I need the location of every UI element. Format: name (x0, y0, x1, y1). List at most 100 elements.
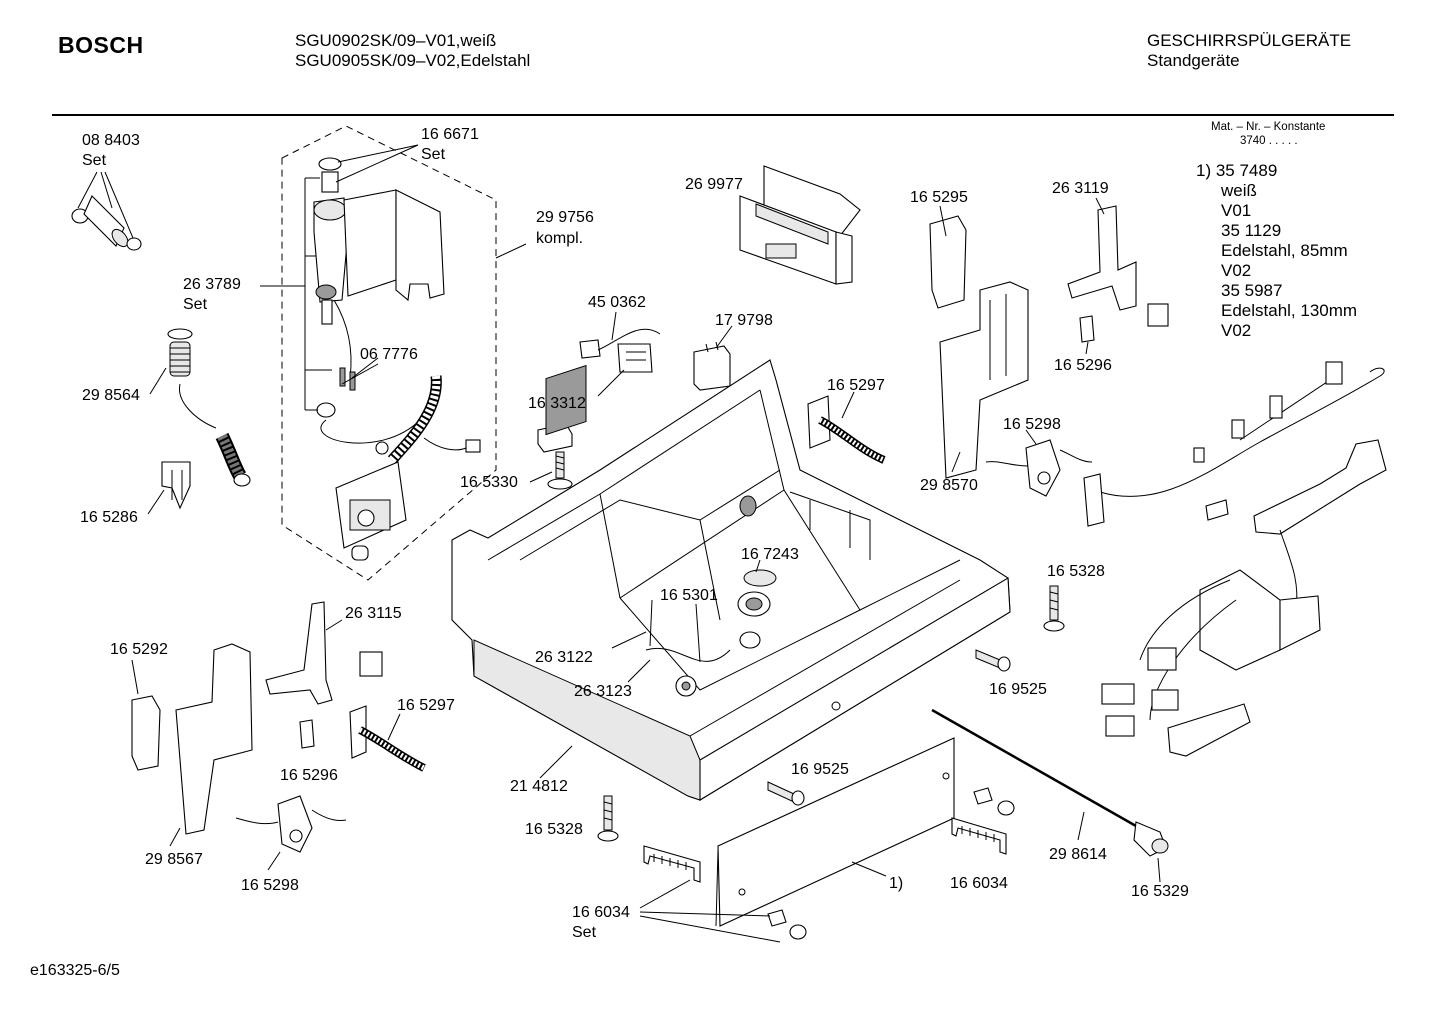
part-label: 16 5297 (827, 377, 885, 394)
part-label: 16 5329 (1131, 883, 1189, 900)
part-label: 1) (889, 875, 904, 892)
comb-bracket-part (643, 845, 701, 883)
part-label: 16 3312 (528, 395, 586, 412)
part-label: 16 5297 (397, 697, 455, 714)
cable-connector-part (579, 328, 661, 373)
cover-small-part (131, 695, 161, 771)
part-label: 26 3123 (574, 683, 632, 700)
part-label: 16 5286 (80, 509, 138, 526)
model-info: SGU0902SK/09–V01,weiß SGU0905SK/09–V02,E… (295, 31, 530, 71)
part-label: Set (421, 146, 446, 163)
part-label: 16 5292 (110, 641, 168, 658)
part-label: 29 8567 (145, 851, 203, 868)
part-label: Set (183, 296, 208, 313)
corrugated-hose-part (375, 375, 481, 464)
part-label: 26 3115 (345, 605, 402, 622)
part-label: 16 5298 (1003, 416, 1061, 433)
control-module-part (739, 165, 861, 285)
bracket-part (929, 215, 967, 309)
category-line-1: GESCHIRRSPÜLGERÄTE (1147, 31, 1352, 50)
angle-bracket-part (1067, 205, 1169, 327)
hose-clamp-part (71, 195, 142, 251)
part-label: 16 5301 (660, 587, 718, 604)
model-line-1: SGU0902SK/09–V01,weiß (295, 31, 497, 50)
wiring-harness-part (1083, 361, 1387, 757)
part-label: 26 3119 (1052, 180, 1109, 197)
block-screw-part (537, 423, 573, 490)
part-label: 16 5330 (460, 474, 518, 491)
header-rule (52, 114, 1394, 116)
part-label: Set (82, 152, 107, 169)
clip-small-left-part (299, 719, 315, 749)
part-label: 29 8564 (82, 387, 140, 404)
part-label: 08 8403 (82, 132, 140, 149)
long-bracket-left-part (175, 643, 253, 835)
part-label: 29 9756 (536, 209, 594, 226)
mat-info-line-1: Mat. – Nr. – Konstante (1211, 121, 1326, 133)
part-label: 21 4812 (510, 778, 568, 795)
part-label: 16 5298 (241, 877, 299, 894)
part-label: 16 7243 (741, 546, 799, 563)
sensor-left-part (235, 795, 347, 853)
part-label: 16 6034 (572, 904, 630, 921)
screw-cap-part (767, 787, 1015, 940)
rod-part (931, 708, 1169, 857)
part-label: 16 9525 (791, 761, 849, 778)
part-label: 16 5295 (910, 189, 968, 206)
part-label: 16 5296 (280, 767, 338, 784)
clip-part (161, 461, 191, 510)
note-line: Edelstahl, 85mm (1221, 241, 1348, 260)
part-label: 16 5296 (1054, 357, 1112, 374)
mat-info: Mat. – Nr. – Konstante 3740 . . . . . (1211, 120, 1325, 148)
part-label: 16 6671 (421, 126, 479, 143)
note-line: V02 (1221, 321, 1252, 340)
part-label: Set (572, 924, 597, 941)
relay-part (693, 341, 731, 391)
kickstrip-part (715, 737, 955, 927)
bracket-left-part (265, 601, 383, 705)
assembly-outline (281, 125, 497, 581)
part-label: 45 0362 (588, 294, 646, 311)
part-label: 16 6034 (950, 875, 1008, 892)
category-line-2: Standgeräte (1147, 51, 1240, 70)
screw-part (1043, 585, 1065, 632)
base-tray-part (451, 359, 1011, 801)
part-label: 16 5328 (525, 821, 583, 838)
heater-part (807, 395, 886, 464)
heater-left-part (349, 705, 426, 772)
part-label: 16 9525 (989, 681, 1047, 698)
note-line: weiß (1221, 181, 1257, 200)
screw-long-part (767, 781, 805, 806)
cable-part (645, 647, 731, 697)
screw-long-part (975, 649, 1011, 672)
part-label: kompl. (536, 230, 584, 247)
part-label: 26 9977 (685, 176, 743, 193)
note-line: V01 (1221, 201, 1252, 220)
part-label: 26 3122 (535, 649, 593, 666)
screw-left-part (597, 795, 619, 842)
part-label: 26 3789 (183, 276, 241, 293)
note-line: V02 (1221, 261, 1252, 280)
note-line: 35 5987 (1221, 281, 1283, 300)
comb-bracket-part (951, 817, 1007, 855)
spring-hose-part (167, 328, 251, 487)
mat-info-line-2: 3740 . . . . . (1240, 135, 1298, 147)
note-line: Edelstahl, 130mm (1221, 301, 1358, 320)
brand-logo: BOSCH (58, 32, 144, 58)
part-label: 29 8570 (920, 477, 978, 494)
part-label: 17 9798 (715, 312, 773, 329)
part-label: 06 7776 (360, 346, 418, 363)
variant-note: 1) 35 7489 weiß V01 35 1129 Edelstahl, 8… (1196, 161, 1357, 341)
note-line: 35 1129 (1221, 221, 1282, 240)
clip-small-part (1079, 315, 1095, 343)
part-label: 29 8614 (1049, 846, 1107, 863)
long-bracket-part (939, 281, 1029, 479)
valve-assembly-part (313, 157, 445, 444)
cover-plate-part (335, 461, 407, 561)
note-line: 1) 35 7489 (1196, 161, 1278, 180)
part-label: 16 5328 (1047, 563, 1105, 580)
category-info: GESCHIRRSPÜLGERÄTE Standgeräte (1147, 31, 1351, 71)
model-line-2: SGU0905SK/09–V02,Edelstahl (295, 51, 531, 70)
sensor-part (985, 439, 1093, 497)
